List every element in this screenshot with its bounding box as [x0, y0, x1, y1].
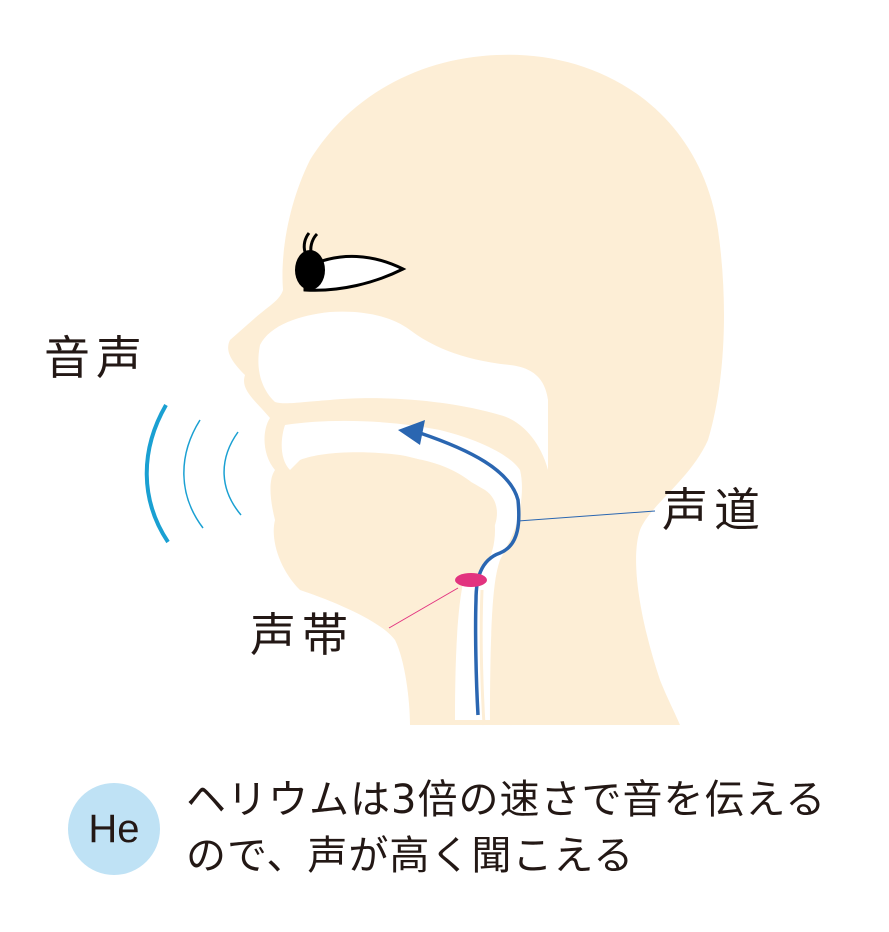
- helium-symbol: He: [88, 806, 140, 851]
- nasal-cavity: [258, 311, 548, 470]
- vocal-cords-marker: [455, 573, 487, 587]
- vocal-tract-label: 声道: [662, 483, 766, 537]
- helium-badge: He: [68, 783, 160, 875]
- vocal-cords-leader-line: [388, 587, 459, 629]
- voice-label: 音声: [44, 331, 148, 385]
- caption: ヘリウムは3倍の速さで音を伝える ので、声が高く聞こえる: [186, 772, 826, 884]
- airflow-arrow-icon: [398, 420, 521, 716]
- vocal-cords-label: 声帯: [250, 608, 354, 662]
- trachea-wall: [479, 589, 514, 726]
- tongue: [310, 456, 495, 584]
- sound-waves-icon: [144, 404, 242, 544]
- vocal-tract-leader-line: [517, 510, 656, 522]
- caption-line-2: ので、声が高く聞こえる: [186, 833, 635, 879]
- caption-line-1: ヘリウムは3倍の速さで音を伝える: [186, 777, 827, 823]
- head-cross-section-diagram: [144, 54, 724, 726]
- eye-icon: [295, 232, 407, 292]
- oral-cavity: [281, 420, 522, 720]
